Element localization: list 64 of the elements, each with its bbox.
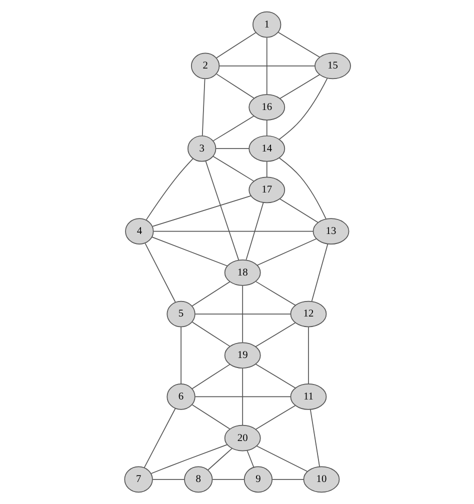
connector: [242, 285, 243, 343]
connector: [279, 74, 320, 99]
connector: [256, 238, 316, 266]
connector: [144, 243, 176, 302]
node-ellipse: 18: [224, 260, 260, 286]
connector: [278, 158, 326, 220]
node-ellipse: 20: [224, 424, 260, 452]
connector: [152, 230, 313, 232]
node-ellipse: 16: [248, 94, 285, 120]
connector: [204, 160, 239, 260]
connector: [255, 281, 296, 306]
connector: [254, 322, 296, 348]
node-ellipse: 13: [312, 218, 349, 244]
connector: [215, 148, 249, 150]
connector: [180, 326, 181, 384]
node-ellipse: 19: [224, 342, 260, 369]
connector: [278, 78, 328, 140]
connector: [278, 198, 318, 223]
node-ellipse: 10: [302, 466, 340, 493]
node-circle: 5: [166, 300, 195, 328]
node-ellipse: 15: [314, 52, 350, 80]
node-circle: 6: [166, 384, 195, 410]
node-ellipse: 11: [290, 384, 326, 410]
connector: [266, 120, 267, 136]
connector: [309, 409, 320, 467]
connector: [266, 161, 267, 178]
connector: [191, 322, 230, 347]
node-circle: 4: [124, 218, 154, 244]
connector: [145, 158, 193, 220]
node-circle: 8: [184, 466, 212, 493]
connector: [191, 404, 230, 430]
connector: [216, 74, 254, 99]
connector: [266, 37, 267, 95]
connector: [245, 202, 264, 260]
connector: [152, 479, 184, 480]
connector: [310, 244, 328, 302]
connector: [242, 368, 243, 426]
connector: [150, 444, 227, 474]
connector: [212, 156, 254, 182]
node-circle: 2: [190, 52, 220, 80]
connector: [201, 78, 205, 136]
node-circle: 9: [243, 466, 272, 493]
connector: [151, 236, 228, 266]
connector: [212, 116, 254, 142]
node-circle: 3: [187, 135, 216, 162]
connector: [191, 364, 230, 390]
connector: [143, 408, 176, 468]
connector: [212, 479, 244, 480]
connector: [207, 448, 232, 470]
connector: [255, 364, 296, 388]
node-ellipse: 17: [248, 176, 285, 204]
connector: [152, 195, 251, 227]
connector: [277, 32, 320, 58]
connector: [246, 450, 254, 468]
connector: [272, 479, 304, 480]
connector: [194, 396, 290, 398]
node-ellipse: 12: [290, 300, 326, 328]
node-ellipse: 14: [248, 135, 285, 162]
node-circle: 7: [124, 466, 152, 493]
node-circle: 1: [252, 11, 281, 38]
connector: [191, 281, 230, 306]
connector: [254, 405, 296, 430]
connector: [216, 32, 256, 58]
connector: [256, 446, 308, 472]
